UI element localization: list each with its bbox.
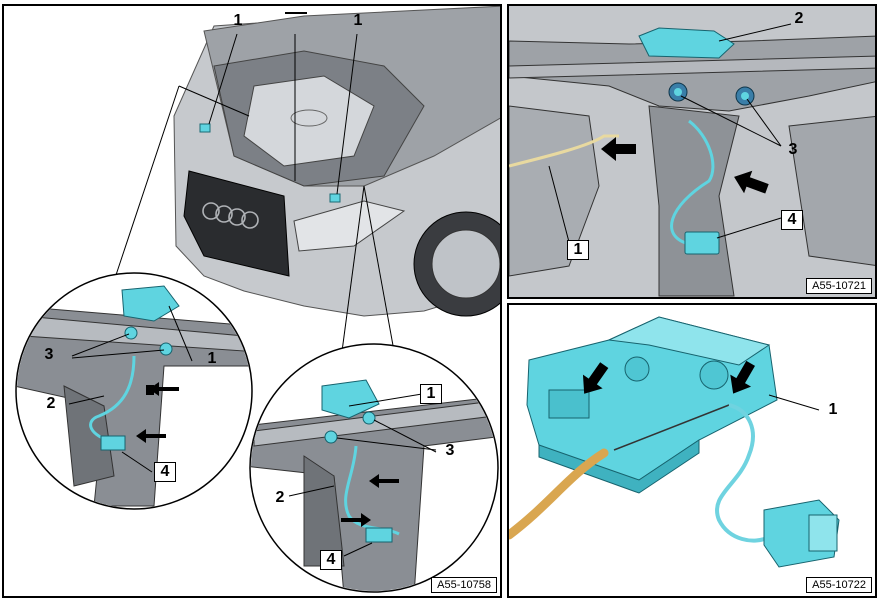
figure-id: A55-10721 bbox=[806, 278, 872, 294]
figure-id: A55-10758 bbox=[431, 577, 497, 593]
detail-circle-left bbox=[15, 272, 253, 510]
hood-latch-component-illustration bbox=[509, 316, 840, 568]
callout-4: 4 bbox=[781, 210, 803, 230]
callout-3: 3 bbox=[44, 346, 54, 363]
overview-figure-panel: 1 1 3 1 2 4 1 3 2 4 A55-10758 bbox=[2, 4, 502, 598]
callout-4: 4 bbox=[154, 462, 176, 482]
hood-latch-mount-illustration bbox=[509, 6, 875, 297]
figure-id: A55-10722 bbox=[806, 577, 872, 593]
callout-2: 2 bbox=[794, 10, 804, 27]
callout-1: 1 bbox=[207, 350, 217, 367]
callout-2: 2 bbox=[46, 395, 56, 412]
detail-figure-top-panel: 2 3 4 1 A55-10721 bbox=[507, 4, 877, 299]
callout-3: 3 bbox=[788, 141, 798, 158]
callout-3: 3 bbox=[445, 442, 455, 459]
detail-circle-right bbox=[249, 343, 499, 593]
zoom-lines bbox=[113, 85, 395, 375]
callout-1: 1 bbox=[233, 12, 243, 29]
callout-1: 1 bbox=[828, 401, 838, 418]
callout-1: 1 bbox=[353, 12, 363, 29]
overview-illustration bbox=[15, 6, 500, 593]
car-front-illustration bbox=[173, 6, 500, 317]
detail-figure-bottom-panel: 1 A55-10722 bbox=[507, 303, 877, 598]
callout-1: 1 bbox=[567, 240, 589, 260]
callout-1: 1 bbox=[420, 384, 442, 404]
callout-4: 4 bbox=[320, 550, 342, 570]
callout-empty-box bbox=[285, 12, 307, 14]
callout-2: 2 bbox=[275, 489, 285, 506]
